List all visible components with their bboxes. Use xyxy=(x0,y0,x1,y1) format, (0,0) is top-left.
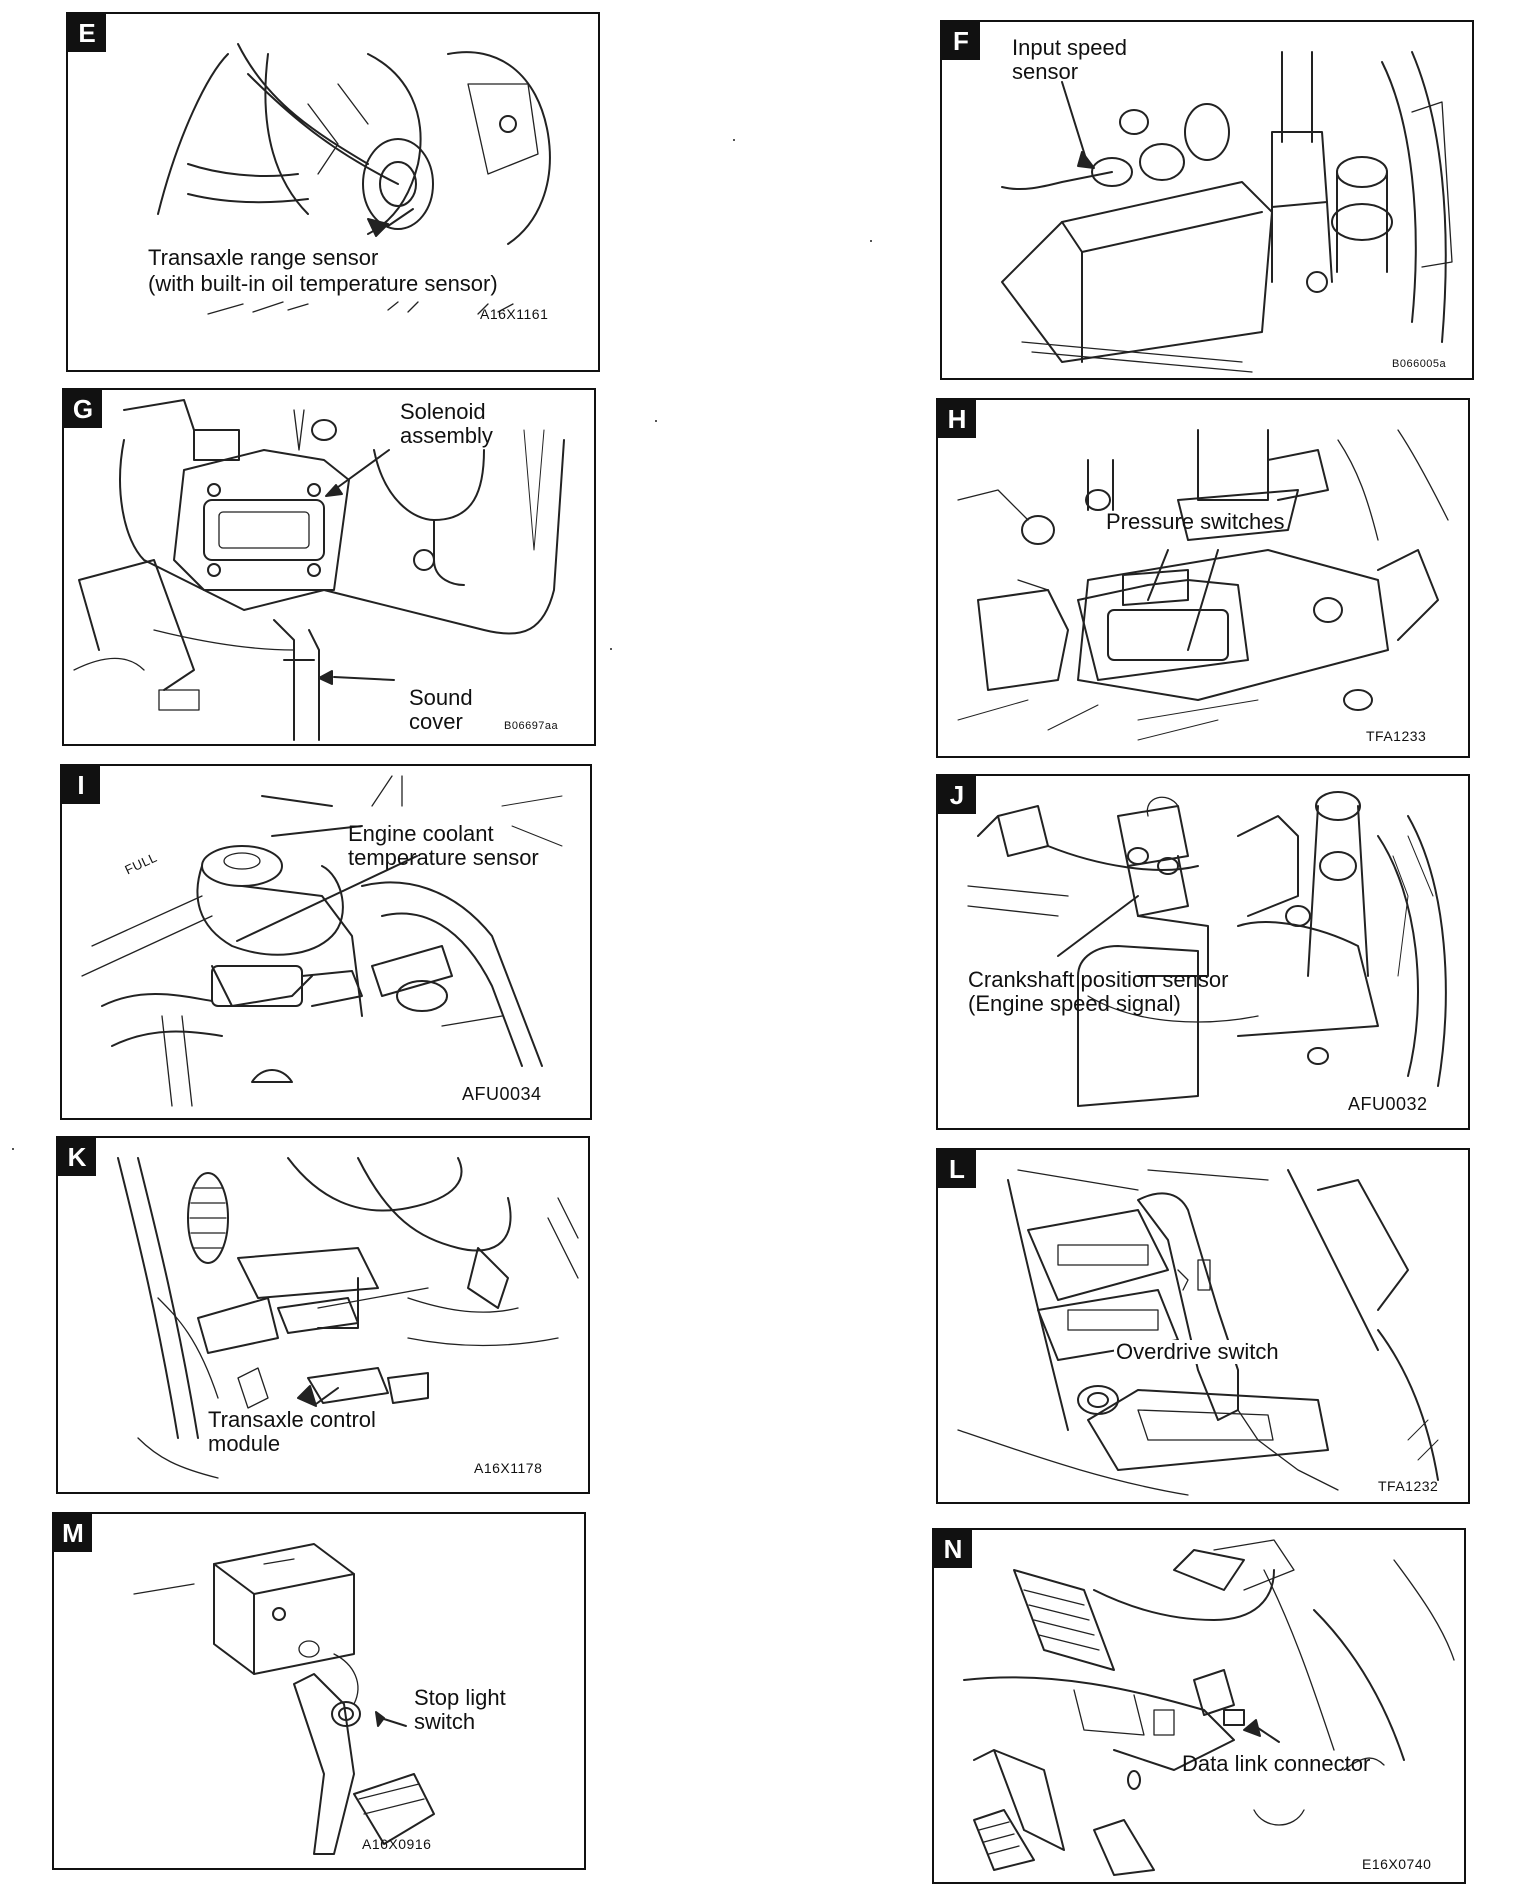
panel-k: K Transaxle control module A16X1178 xyxy=(56,1136,590,1494)
panel-letter-g: G xyxy=(64,390,102,428)
panel-e: E Transaxle range sensor (with built-in … xyxy=(66,12,600,372)
scan-speck xyxy=(655,420,657,422)
transaxle-range-sensor-illustration xyxy=(157,43,551,315)
figure-code-m: A16X0916 xyxy=(362,1836,432,1852)
figure-code-h: TFA1233 xyxy=(1366,728,1427,744)
oil-temperature-sensor-note: (with built-in oil temperature sensor) xyxy=(148,271,498,296)
panel-l: L Overdrive switch TFA1232 xyxy=(936,1148,1470,1504)
data-link-connector-illustration xyxy=(963,1539,1455,1876)
pressure-switches-label: Pressure switches xyxy=(1106,509,1285,534)
panel-letter-n: N xyxy=(934,1530,972,1568)
panel-h: H Pressure switches TFA1233 xyxy=(936,398,1470,758)
stop-light-switch-label: Stop light xyxy=(414,1685,506,1710)
panel-m: M Stop light switch A16X0916 xyxy=(52,1512,586,1870)
data-link-connector-label: Data link connector xyxy=(1182,1751,1371,1776)
panel-letter-e: E xyxy=(68,14,106,52)
crankshaft-position-sensor-illustration xyxy=(967,791,1447,1107)
crankshaft-position-sensor-label: Crankshaft position sensor xyxy=(968,967,1229,992)
transaxle-control-module-label-line2: module xyxy=(208,1431,281,1456)
panel-letter-f: F xyxy=(942,22,980,60)
stop-light-switch-illustration xyxy=(133,1543,435,1855)
sound-cover-label-line2: cover xyxy=(409,709,463,734)
scan-speck xyxy=(870,240,872,242)
scan-speck xyxy=(610,648,612,650)
overdrive-switch-illustration xyxy=(957,1169,1439,1496)
panel-f: F Input speed sensor B066005a xyxy=(940,20,1474,380)
figure-code-f: B066005a xyxy=(1392,358,1447,370)
figure-code-i-number: AFU0034 xyxy=(462,1084,542,1104)
panel-letter-l: L xyxy=(938,1150,976,1188)
solenoid-assembly-label-line2: assembly xyxy=(400,423,493,448)
figure-code-g: B06697aa xyxy=(504,720,559,732)
input-speed-sensor-label-line2: sensor xyxy=(1012,59,1079,84)
engine-coolant-temperature-sensor-label: Engine coolant xyxy=(348,821,494,846)
figure-code-e: A16X1161 xyxy=(480,306,549,322)
transaxle-control-module-label: Transaxle control xyxy=(208,1407,376,1432)
overdrive-switch-label: Overdrive switch xyxy=(1114,1339,1281,1364)
solenoid-assembly-label: Solenoid xyxy=(400,399,486,424)
engine-coolant-temperature-sensor-label-line2: temperature sensor xyxy=(348,845,539,870)
scan-speck xyxy=(12,1148,14,1150)
panel-g: G Solenoid assembly Sound cover B06697aa xyxy=(62,388,596,746)
engine-coolant-temperature-sensor-illustration xyxy=(81,775,563,1107)
sound-cover-label: Sound xyxy=(409,685,473,710)
panel-i: I Engine coolant temperature sensor FULL… xyxy=(60,764,592,1120)
figure-code-k: A16X1178 xyxy=(474,1460,543,1476)
input-speed-sensor-label: Input speed xyxy=(1012,35,1127,60)
panel-j: J Crankshaft position sensor (Engine spe… xyxy=(936,774,1470,1130)
panel-n: N Data link connector E16X0740 xyxy=(932,1528,1466,1884)
figure-code-n: E16X0740 xyxy=(1362,1856,1432,1872)
transaxle-control-module-illustration xyxy=(117,1157,579,1479)
panel-letter-k: K xyxy=(58,1138,96,1176)
stop-light-switch-label-line2: switch xyxy=(414,1709,476,1734)
panel-letter-m: M xyxy=(54,1514,92,1552)
panel-letter-h: H xyxy=(938,400,976,438)
scan-speck xyxy=(733,139,735,141)
solenoid-assembly-illustration xyxy=(73,399,565,741)
figure-code-j: AFU0032 xyxy=(1348,1094,1428,1114)
panel-letter-i: I xyxy=(62,766,100,804)
transaxle-range-sensor-label: Transaxle range sensor xyxy=(148,245,379,270)
figure-code-l: TFA1232 xyxy=(1378,1478,1439,1494)
pressure-switches-illustration xyxy=(957,429,1449,741)
input-speed-sensor-illustration xyxy=(1001,51,1453,373)
engine-speed-signal-note: (Engine speed signal) xyxy=(968,991,1181,1016)
panel-letter-j: J xyxy=(938,776,976,814)
